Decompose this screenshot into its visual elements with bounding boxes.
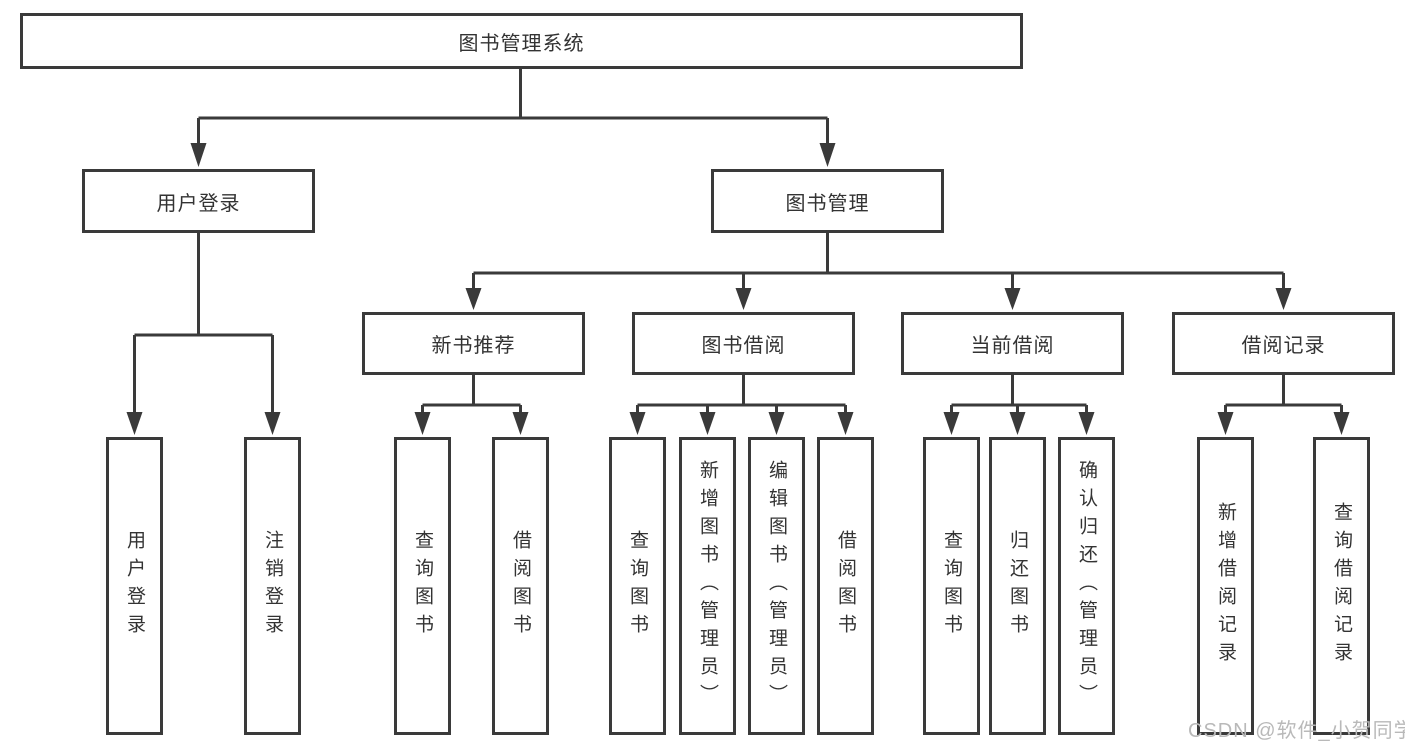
connector-root-to-level1 bbox=[190, 69, 836, 167]
node-new-book-recommendation: 新书推荐 bbox=[362, 312, 585, 375]
node-label: 查询图书 bbox=[412, 530, 433, 642]
node-label: 查询图书 bbox=[941, 530, 962, 642]
node-user-login-branch: 用户登录 bbox=[82, 169, 315, 233]
node-label: 用户登录 bbox=[124, 530, 145, 642]
connector-mgmt-to-sections bbox=[465, 233, 1292, 310]
node-book-borrowing: 图书借阅 bbox=[632, 312, 855, 375]
node-label: 新增图书（管理员） bbox=[697, 460, 718, 712]
node-label: 编辑图书（管理员） bbox=[766, 460, 787, 712]
leaf-borrow-books-recommend: 借阅图书 bbox=[492, 437, 549, 735]
node-current-borrowing: 当前借阅 bbox=[901, 312, 1124, 375]
leaf-query-books-recommend: 查询图书 bbox=[394, 437, 451, 735]
node-label: 查询图书 bbox=[627, 530, 648, 642]
leaf-logout: 注销登录 bbox=[244, 437, 301, 735]
node-book-management-branch: 图书管理 bbox=[711, 169, 944, 233]
leaf-return-books: 归还图书 bbox=[989, 437, 1046, 735]
node-label: 图书管理系统 bbox=[458, 32, 585, 55]
node-label: 借阅图书 bbox=[510, 530, 531, 642]
node-label: 借阅记录 bbox=[1241, 335, 1326, 357]
connector-records-to-leaves bbox=[1217, 375, 1350, 435]
node-label: 新增借阅记录 bbox=[1215, 502, 1236, 670]
node-label: 图书借阅 bbox=[701, 335, 786, 357]
node-label: 用户登录 bbox=[156, 192, 241, 215]
leaf-confirm-return-admin: 确认归还（管理员） bbox=[1058, 437, 1115, 735]
leaf-borrow-books: 借阅图书 bbox=[817, 437, 874, 735]
csdn-watermark: CSDN @软件_小贺同学 bbox=[1188, 720, 1405, 742]
node-label: 查询借阅记录 bbox=[1331, 502, 1352, 670]
node-system-root: 图书管理系统 bbox=[20, 13, 1023, 69]
leaf-add-books-admin: 新增图书（管理员） bbox=[679, 437, 736, 735]
leaf-query-borrow-record: 查询借阅记录 bbox=[1313, 437, 1370, 735]
connector-newbook-to-leaves bbox=[414, 375, 529, 435]
leaf-edit-books-admin: 编辑图书（管理员） bbox=[748, 437, 805, 735]
node-borrowing-records: 借阅记录 bbox=[1172, 312, 1395, 375]
node-label: 注销登录 bbox=[262, 530, 283, 642]
node-label: 借阅图书 bbox=[835, 530, 856, 642]
connector-current-to-leaves bbox=[943, 375, 1095, 435]
leaf-query-books-borrow: 查询图书 bbox=[609, 437, 666, 735]
leaf-user-login: 用户登录 bbox=[106, 437, 163, 735]
leaf-add-borrow-record: 新增借阅记录 bbox=[1197, 437, 1254, 735]
node-label: 当前借阅 bbox=[970, 335, 1055, 357]
node-label: 新书推荐 bbox=[431, 335, 516, 357]
connector-login-to-leaves bbox=[126, 233, 281, 435]
node-label: 确认归还（管理员） bbox=[1076, 460, 1097, 712]
node-label: 归还图书 bbox=[1007, 530, 1028, 642]
node-label: 图书管理 bbox=[785, 192, 870, 215]
leaf-query-books-current: 查询图书 bbox=[923, 437, 980, 735]
connector-borrow-to-leaves bbox=[629, 375, 854, 435]
